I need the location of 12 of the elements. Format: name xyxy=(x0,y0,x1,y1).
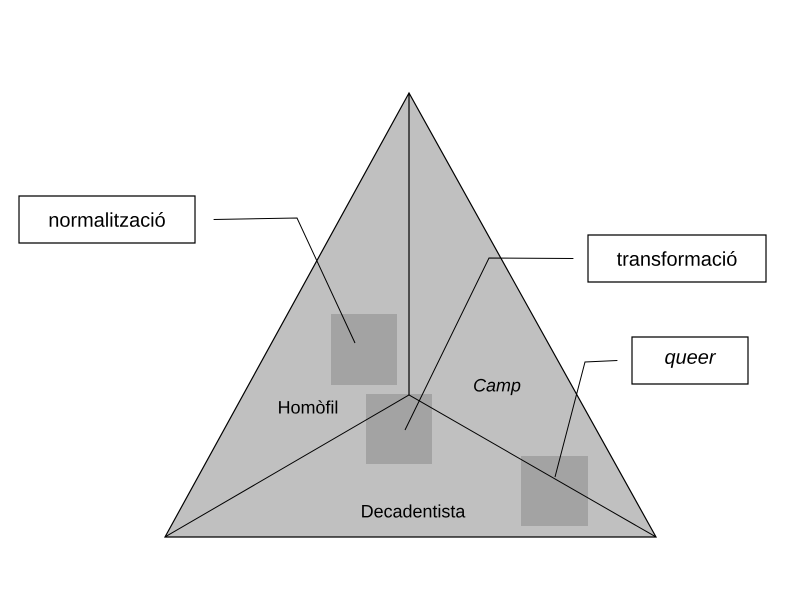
shaded-square xyxy=(366,394,432,464)
shaded-square xyxy=(331,314,397,385)
label-box: transformació xyxy=(587,234,767,283)
region-label: Camp xyxy=(474,378,520,396)
label-box: queer xyxy=(631,336,749,385)
leader-line xyxy=(404,258,574,430)
leader-line xyxy=(213,217,356,344)
region-label: Decadentista xyxy=(362,504,466,518)
label-box: normalització xyxy=(18,195,196,244)
leader-line xyxy=(554,360,618,478)
shaded-square xyxy=(521,456,588,526)
region-label: Homòfil xyxy=(279,400,338,414)
